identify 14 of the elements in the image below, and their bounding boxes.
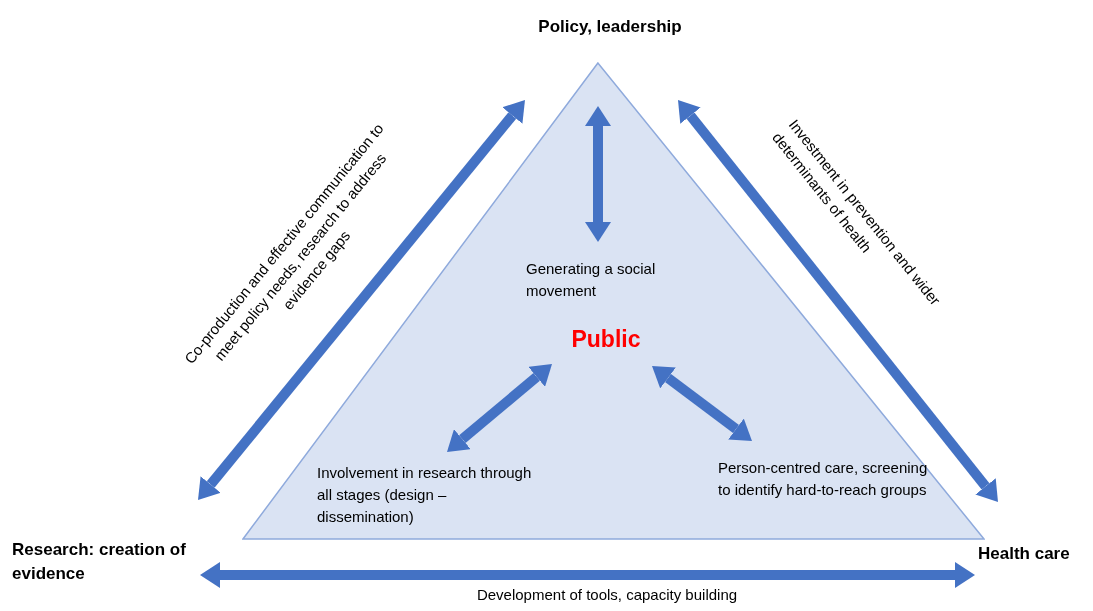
double-arrow bbox=[585, 106, 611, 242]
double-arrow bbox=[447, 364, 552, 452]
edge-label: Development of tools, capacity building bbox=[475, 584, 739, 605]
node-label: Generating a social movement bbox=[526, 258, 716, 302]
double-arrow bbox=[678, 100, 998, 502]
double-arrow bbox=[198, 100, 525, 500]
node-label: Research: creation of evidence bbox=[12, 538, 197, 586]
center-label: Public bbox=[546, 322, 666, 354]
node-label: Health care bbox=[978, 541, 1090, 567]
node-label: Involvement in research through all stages (design – dissemination) bbox=[317, 462, 547, 528]
double-arrow bbox=[200, 562, 975, 588]
node-label: Person-centred care, screening to identify hard-to-reach groups bbox=[718, 457, 940, 523]
double-arrow bbox=[652, 366, 752, 441]
node-label: Policy, leadership bbox=[500, 14, 720, 40]
